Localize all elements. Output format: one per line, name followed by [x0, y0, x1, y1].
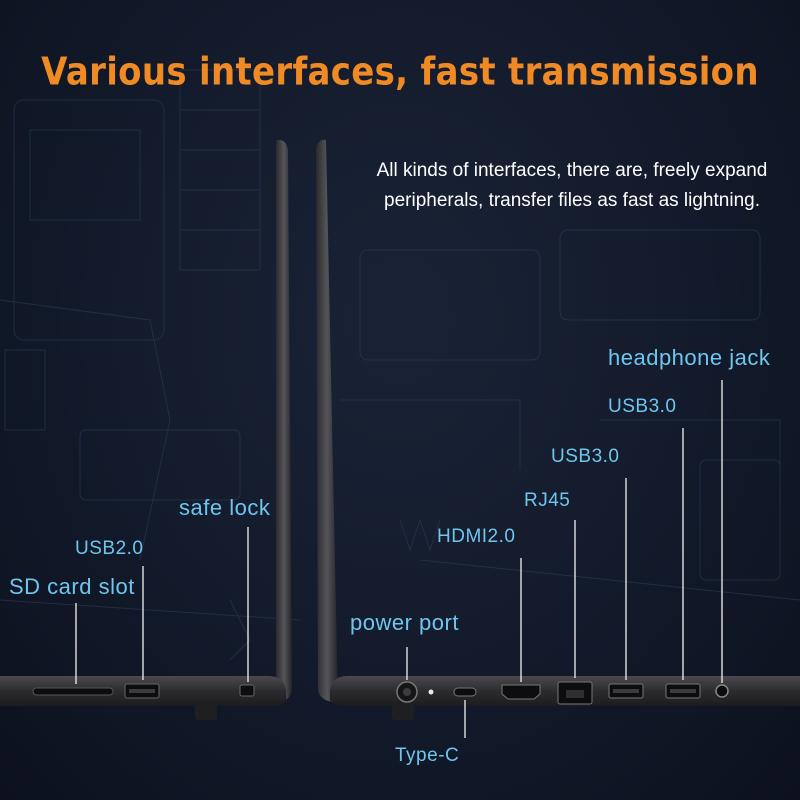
label-usb20: USB2.0 [75, 538, 144, 559]
label-rj45: RJ45 [524, 490, 571, 511]
hdmi-port [501, 684, 541, 700]
headphone-jack-port [715, 684, 729, 698]
description-line-2: peripherals, transfer files as fast as l… [384, 190, 760, 211]
sd-card-slot-port [32, 687, 114, 696]
headline: Various interfaces, fast transmission [41, 49, 759, 95]
right-laptop [316, 139, 800, 738]
label-type-c: Type-C [395, 745, 460, 766]
label-safe-lock: safe lock [179, 495, 271, 520]
label-power-port: power port [350, 610, 459, 635]
safe-lock-port [239, 684, 255, 697]
type-c-port [453, 687, 477, 697]
label-sd-card-slot: SD card slot [9, 574, 135, 599]
left-laptop-foot [195, 704, 217, 720]
label-usb30-b: USB3.0 [608, 396, 677, 417]
description-line-1: All kinds of interfaces, there are, free… [376, 160, 768, 181]
label-hdmi: HDMI2.0 [437, 526, 516, 547]
label-headphone-jack: headphone jack [608, 345, 771, 370]
left-laptop [0, 139, 292, 720]
power-led [428, 689, 434, 695]
label-usb30-a: USB3.0 [551, 446, 620, 467]
right-laptop-foot [392, 704, 414, 720]
description: All kinds of interfaces, there are, free… [352, 156, 792, 216]
